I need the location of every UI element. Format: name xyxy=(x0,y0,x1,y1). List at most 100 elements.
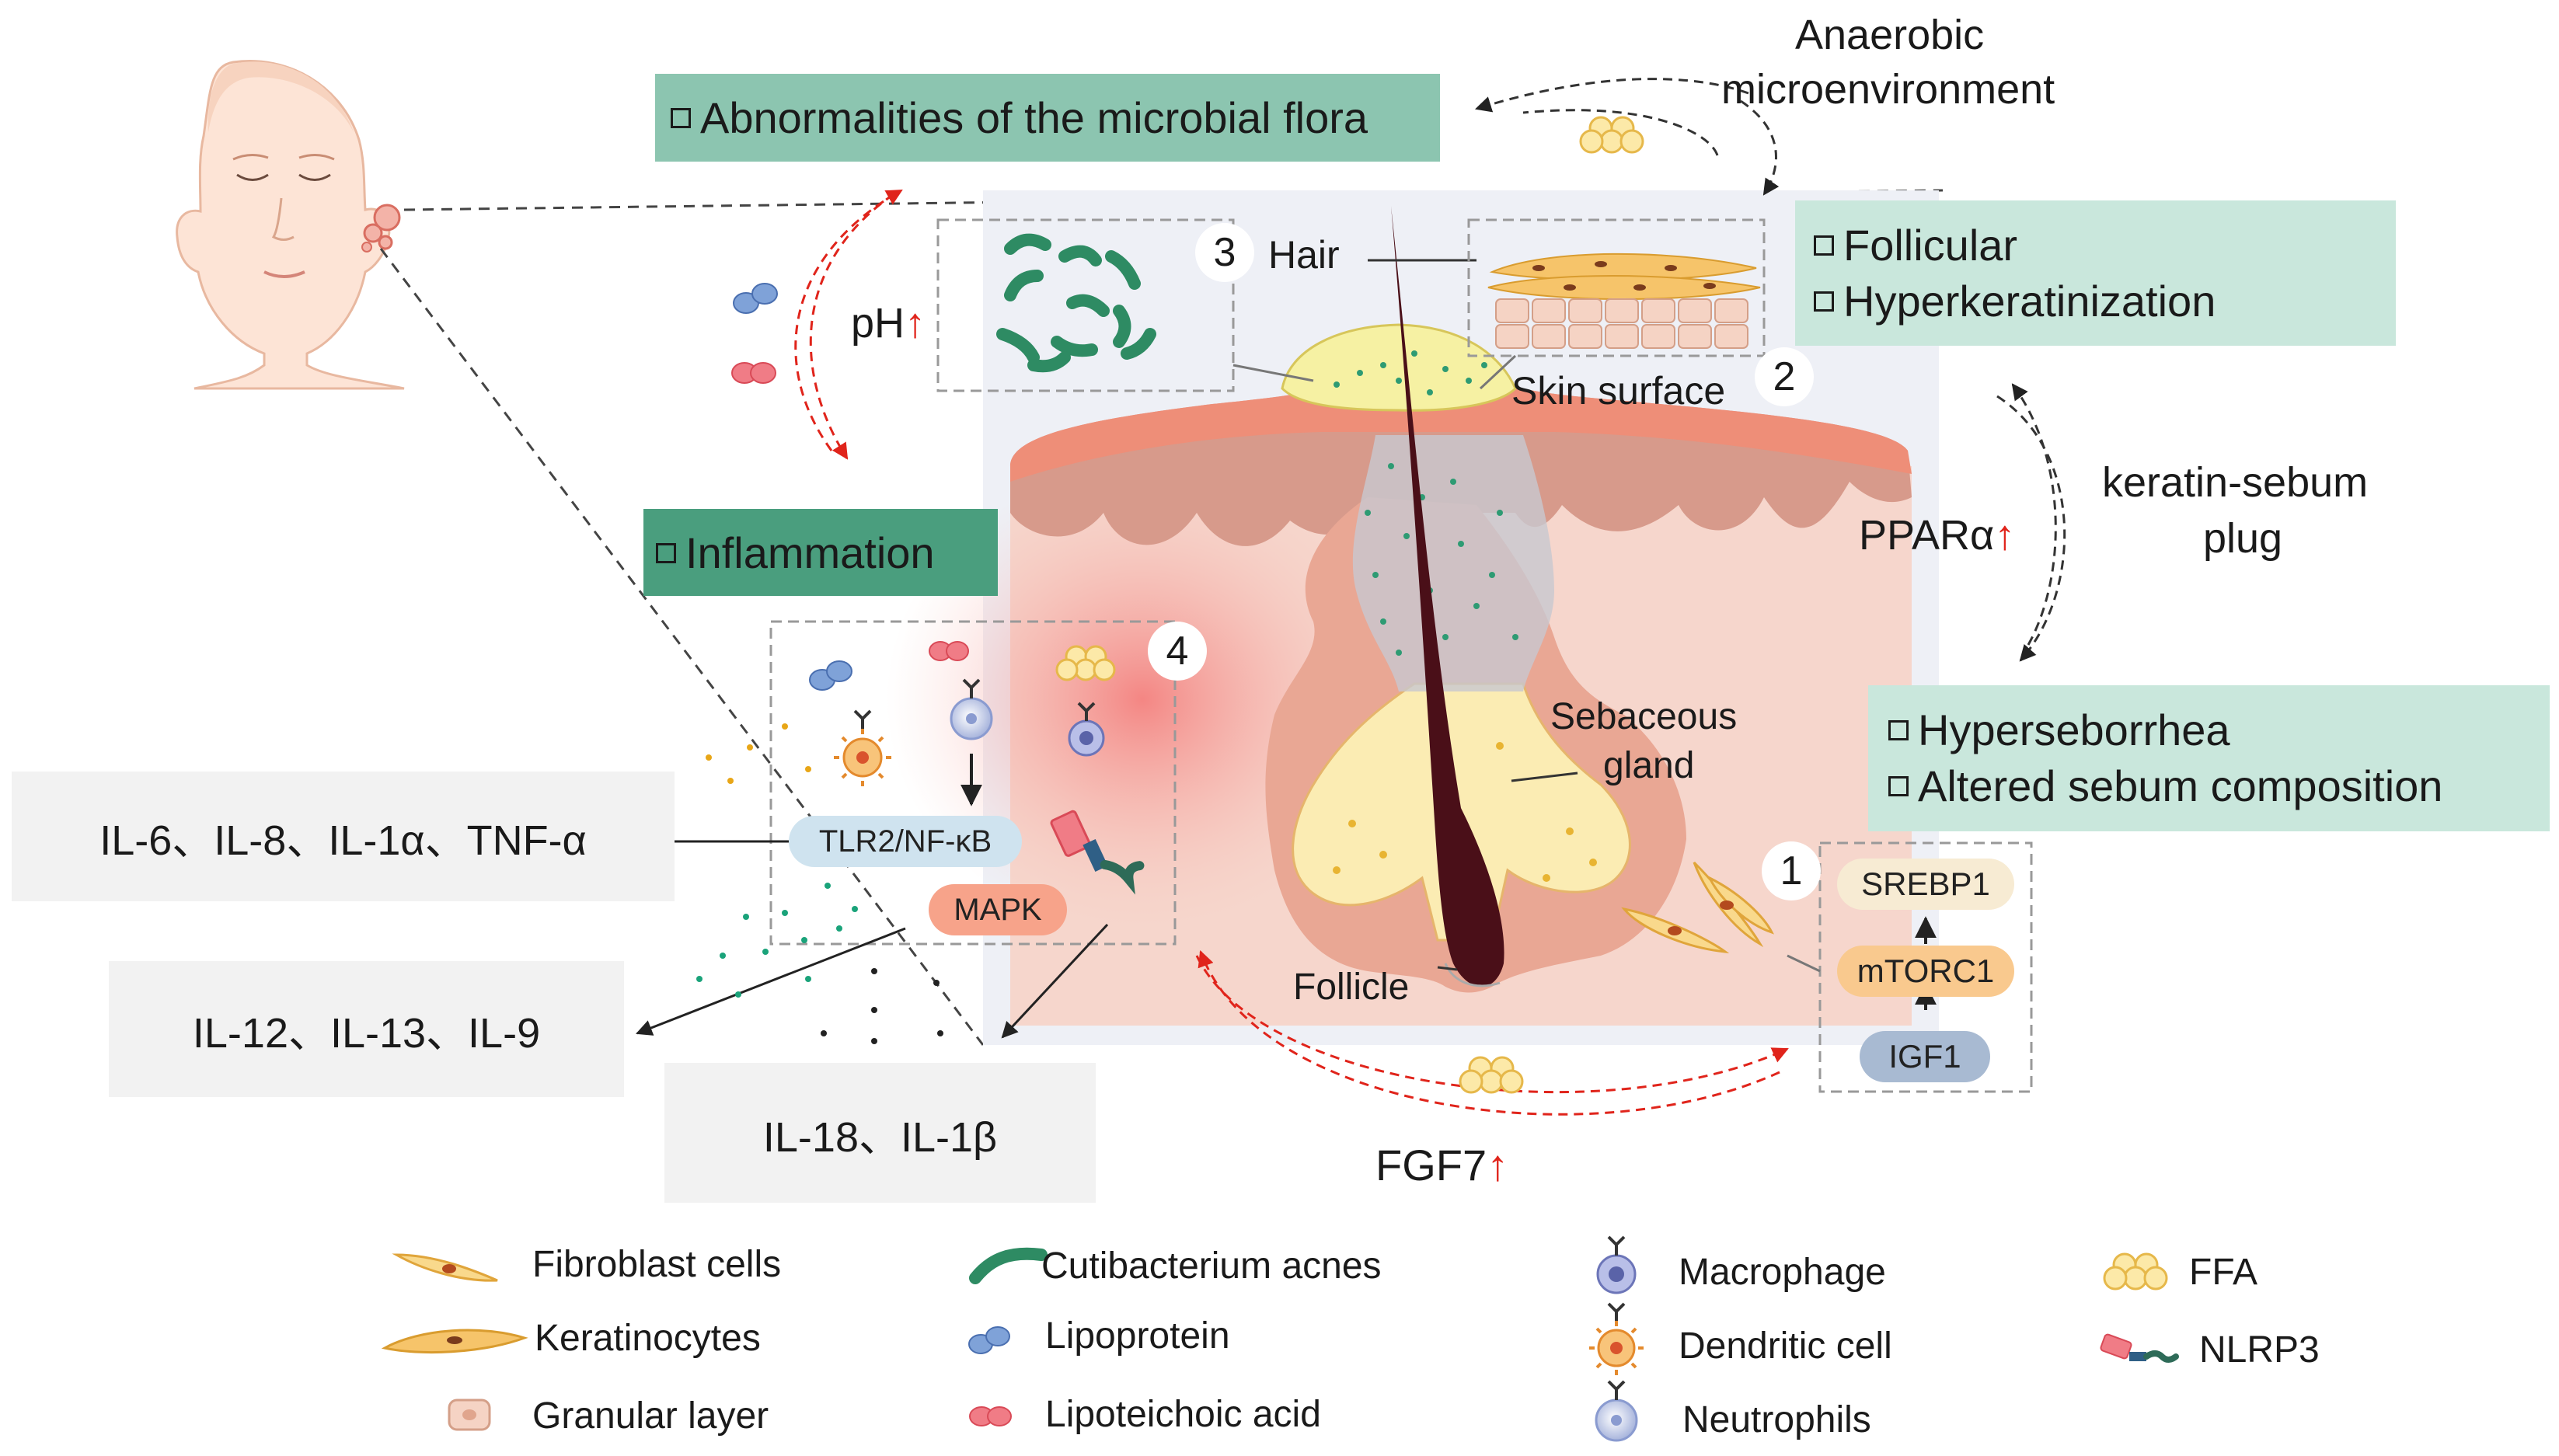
ffa-cluster-top xyxy=(1579,116,1644,154)
anaerobic-label-line1: Anaerobic xyxy=(1795,12,1985,58)
step-number-4: 4 xyxy=(1148,622,1207,681)
granular-legend-icon xyxy=(448,1399,491,1431)
srebp1-pill: SREBP1 xyxy=(1837,859,2014,910)
hyperseborrhea-box: Hyperseborrhea Altered sebum composition xyxy=(1868,685,2550,831)
ffa-legend-icon xyxy=(2103,1252,2168,1291)
dendritic-legend-icon xyxy=(1589,1302,1644,1375)
face-illustration xyxy=(176,60,405,390)
keratinocyte-legend-icon xyxy=(381,1329,528,1354)
mtor-inset-box xyxy=(1818,841,2033,1093)
ppara-label: PPARα↑ xyxy=(1859,512,2016,559)
mapk-to-il-group2-arrow xyxy=(636,927,906,1036)
sebaceous-leader xyxy=(1511,772,1578,782)
keratin-sebum-label-line1: keratin-sebum xyxy=(2102,459,2369,506)
checkbox-icon xyxy=(656,542,676,563)
neutrophil-legend-icon xyxy=(1595,1380,1638,1442)
hyperkeratinization-label: Hyperkeratinization xyxy=(1843,276,2216,326)
ph-label: pH↑ xyxy=(851,300,926,347)
keratinocyte-inset-pointer xyxy=(1479,354,1517,390)
follicle-leader xyxy=(1437,966,1458,971)
checkbox-icon xyxy=(1814,235,1834,256)
fgf7-arrow-right xyxy=(1195,955,1789,1094)
microbial-flora-label: Abnormalities of the microbial flora xyxy=(700,93,1368,142)
ffa-icon-inset xyxy=(1055,645,1116,681)
fibroblast-nuclei xyxy=(1668,900,1734,935)
fgf7-arrow-left xyxy=(1198,950,1780,1116)
mtor-inset-pointer xyxy=(1787,954,1821,973)
follicle-canal xyxy=(1352,435,1554,691)
mtorc1-pill: mTORC1 xyxy=(1837,946,2014,997)
ph-up-arrow-icon: ↑ xyxy=(905,300,926,347)
ph-arrow-up xyxy=(794,189,903,451)
fgf7-up-arrow-icon: ↑ xyxy=(1487,1141,1509,1190)
legend-granular: Granular layer xyxy=(532,1395,769,1437)
macrophage-cell-inset xyxy=(1068,702,1105,757)
cytokine-dots-green xyxy=(696,883,858,998)
neutrophil-cell-inset xyxy=(950,678,993,740)
legend-nlrp3: NLRP3 xyxy=(2199,1329,2320,1371)
hair-shaft xyxy=(1391,206,1504,987)
immune-inset-box xyxy=(769,620,1177,946)
lipoteichoic-icon-ph xyxy=(731,362,776,384)
legend-lipoprotein: Lipoprotein xyxy=(1045,1315,1230,1357)
cutibacterium-cluster xyxy=(996,233,1156,373)
lipoprotein-legend-icon xyxy=(968,1326,1010,1354)
anaerobic-arrow-left xyxy=(1474,78,1749,113)
keratinocyte-layers xyxy=(1487,253,1761,349)
inflammation-box: Inflammation xyxy=(643,509,998,596)
inflammation-label: Inflammation xyxy=(685,528,935,577)
step-number-3: 3 xyxy=(1195,223,1254,282)
il-group2-box: IL-12、IL-13、IL-9 xyxy=(109,961,624,1097)
follicular-label: Follicular xyxy=(1843,220,2018,270)
anaerobic-label-line2: microenvironment xyxy=(1721,66,2055,113)
igf1-pill: IGF1 xyxy=(1860,1031,1990,1082)
sebaceous-label-line2: gland xyxy=(1603,745,1695,786)
legend-neutrophils: Neutrophils xyxy=(1682,1399,1871,1440)
bacteria-dots xyxy=(1334,350,1518,656)
legend-fibroblast: Fibroblast cells xyxy=(532,1244,782,1285)
cytokine-dots-black xyxy=(770,968,943,1071)
lipoprotein-icon-ph xyxy=(733,283,778,314)
step-number-1: 1 xyxy=(1762,841,1821,900)
fibroblast-legend-icon xyxy=(392,1253,498,1282)
bacteria-inset-pointer xyxy=(1232,364,1314,382)
legend-dendritic: Dendritic cell xyxy=(1679,1325,1892,1367)
nlrp3-icon-inset xyxy=(1050,810,1145,895)
keratin-sebum-label-line2: plug xyxy=(2203,515,2283,562)
follicular-hyperkeratinization-box: Follicular Hyperkeratinization xyxy=(1795,200,2396,346)
tlr2-pill: TLR2/NF-κB xyxy=(789,816,1022,867)
cutibacterium-legend-icon xyxy=(969,1247,1048,1284)
checkbox-icon xyxy=(1814,291,1834,312)
legend-keratinocytes: Keratinocytes xyxy=(535,1318,761,1359)
sebaceous-label-line1: Sebaceous xyxy=(1550,696,1738,737)
legend-lipoteichoic: Lipoteichoic acid xyxy=(1045,1394,1321,1435)
lipoprotein-icon-inset xyxy=(809,660,852,691)
checkbox-icon xyxy=(671,108,691,129)
bacteria-inset-box xyxy=(936,218,1235,392)
lipoteichoic-icon-inset xyxy=(929,641,969,661)
anaerobic-arrow-right xyxy=(1740,99,1780,196)
anaerobic-arrow-inner xyxy=(1522,109,1719,156)
macrophage-legend-icon xyxy=(1596,1235,1637,1294)
nlrp3-to-il18-arrow xyxy=(1001,923,1109,1039)
lipoteichoic-legend-icon xyxy=(969,1406,1012,1426)
step-number-2: 2 xyxy=(1755,347,1814,406)
follicle-label: Follicle xyxy=(1293,967,1410,1008)
dendritic-cell-inset xyxy=(834,709,891,786)
mapk-pill: MAPK xyxy=(929,884,1067,935)
sebum-plug xyxy=(1281,323,1517,412)
keratinocyte-inset-box xyxy=(1467,218,1766,357)
fgf7-label: FGF7↑ xyxy=(1375,1141,1509,1190)
altered-sebum-label: Altered sebum composition xyxy=(1918,761,2443,810)
legend-ffa: FFA xyxy=(2189,1252,2258,1293)
nlrp3-legend-icon xyxy=(2100,1333,2179,1363)
legend-cutibacterium: Cutibacterium acnes xyxy=(1041,1245,1382,1287)
skin-surface-label: Skin surface xyxy=(1511,369,1726,413)
skin-surface-layer xyxy=(1010,388,1912,482)
hair-label: Hair xyxy=(1268,233,1340,277)
checkbox-icon xyxy=(1888,720,1909,741)
legend-macrophage: Macrophage xyxy=(1679,1252,1886,1293)
microbial-flora-box: Abnormalities of the microbial flora xyxy=(655,74,1440,162)
